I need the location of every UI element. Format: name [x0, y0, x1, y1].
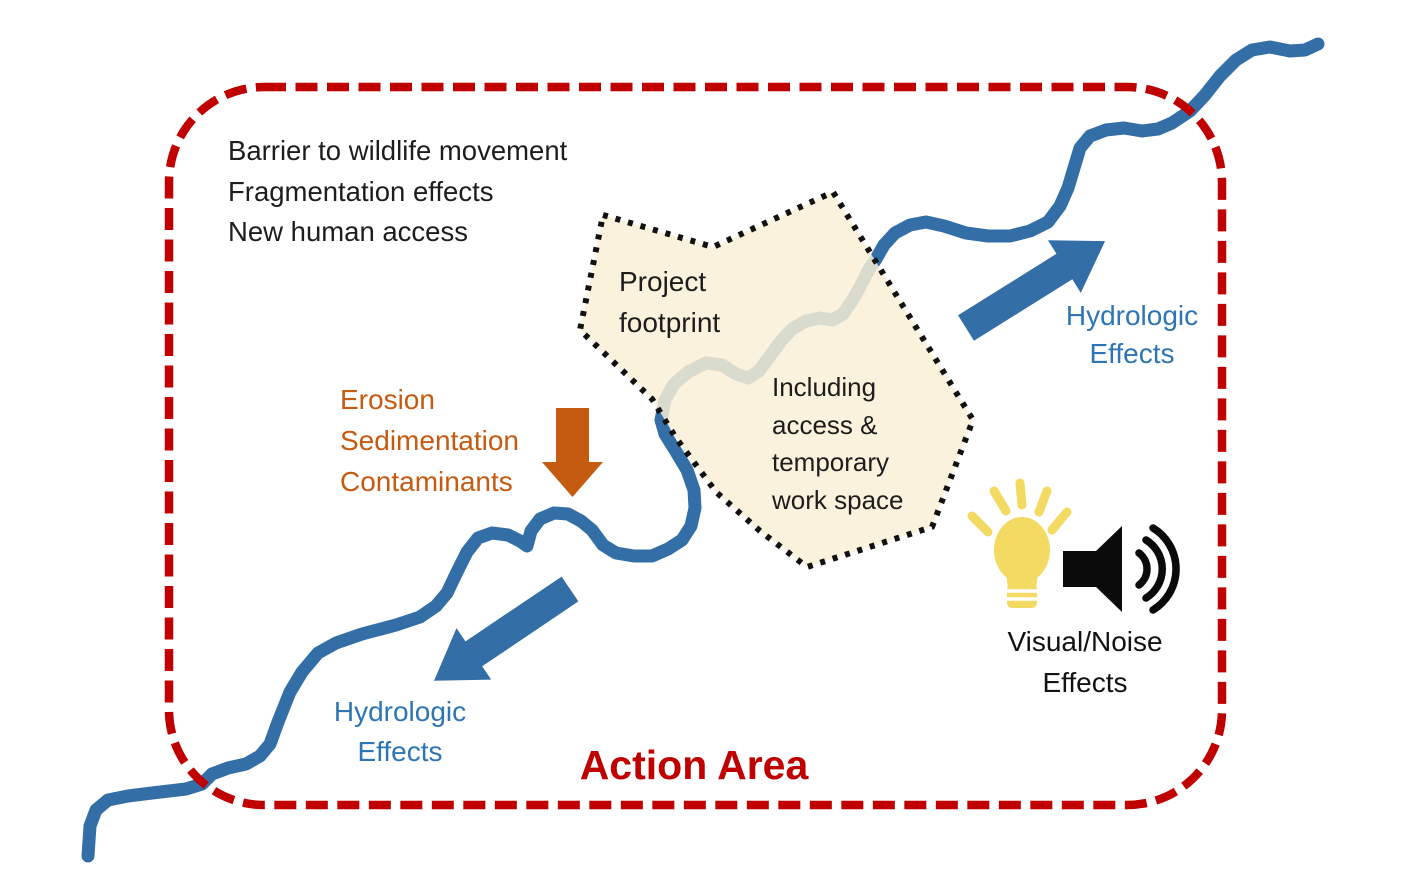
project-footprint-title: Project footprint — [619, 261, 720, 343]
erosion-line-1: Erosion — [340, 384, 435, 415]
action-area-title: Action Area — [543, 742, 845, 789]
erosion-effects-label: Erosion Sedimentation Contaminants — [340, 379, 519, 502]
footprint-note-line-3: temporary — [772, 447, 890, 477]
hydrologic-effects-lower-label: Hydrologic Effects — [288, 692, 512, 772]
wildlife-line-2: Fragmentation effects — [228, 175, 494, 207]
wildlife-effects-label: Barrier to wildlife movement Fragmentati… — [228, 131, 567, 253]
speaker-icon — [1063, 524, 1180, 614]
erosion-line-3: Contaminants — [340, 466, 513, 497]
visual-noise-effects-label: Visual/Noise Effects — [973, 621, 1197, 703]
visual-noise-line-2: Effects — [1042, 667, 1128, 698]
hydrologic-upper-line-1: Hydrologic — [1065, 300, 1199, 331]
footprint-note-line-2: access & — [772, 409, 878, 440]
arrow-up-right-icon — [958, 240, 1106, 341]
arrow-down-icon — [542, 408, 603, 497]
river-path — [81, 37, 1325, 863]
arrow-down-left-icon — [434, 576, 579, 681]
project-footprint-note: Including access & temporary work space — [772, 369, 904, 519]
action-area-dashed-border — [164, 82, 1227, 810]
visual-noise-line-1: Visual/Noise — [1007, 626, 1163, 657]
wildlife-line-1: Barrier to wildlife movement — [228, 135, 568, 166]
erosion-line-2: Sedimentation — [340, 425, 520, 456]
wildlife-line-3: New human access — [228, 216, 468, 247]
footprint-title-line-2: footprint — [619, 307, 721, 338]
footprint-title-line-1: Project — [619, 266, 707, 297]
hydrologic-lower-line-2: Effects — [357, 736, 443, 767]
lightbulb-icon — [967, 478, 1072, 608]
action-area-title-text: Action Area — [579, 742, 809, 788]
footprint-note-line-1: Including — [772, 372, 877, 402]
hydrologic-effects-upper-label: Hydrologic Effects — [1020, 297, 1244, 373]
footprint-note-line-4: work space — [772, 484, 904, 515]
project-footprint-polygon — [577, 189, 976, 570]
hydrologic-lower-line-1: Hydrologic — [333, 696, 467, 727]
hydrologic-upper-line-2: Effects — [1089, 338, 1175, 369]
